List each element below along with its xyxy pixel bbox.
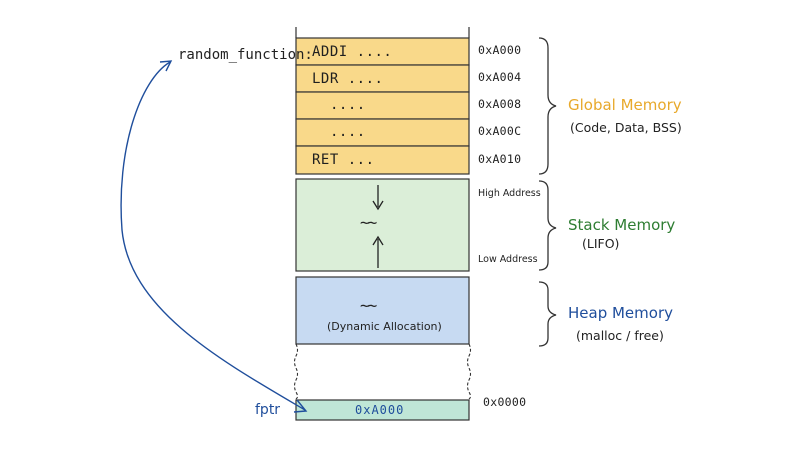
- free-space-right-edge: [466, 343, 472, 400]
- instruction-4: RET ...: [312, 152, 375, 168]
- fptr-arrow-head-top: [159, 60, 173, 72]
- global-row-4: [295, 145, 470, 175]
- address-2: 0xA008: [478, 97, 522, 111]
- address-3: 0xA00C: [478, 124, 522, 138]
- global-memory-title: Global Memory: [568, 96, 682, 114]
- heap-memory-title: Heap Memory: [568, 304, 673, 322]
- stack-memory-subtitle: (LIFO): [582, 236, 620, 251]
- low-address-label: Low Address: [478, 254, 538, 265]
- global-brace: [538, 37, 557, 175]
- global-row-1: [295, 64, 470, 93]
- heap-region: [295, 276, 470, 345]
- heap-memory-subtitle: (malloc / free): [576, 328, 664, 343]
- fptr-cell: [295, 399, 470, 421]
- address-1: 0xA004: [478, 70, 522, 84]
- fptr-arrow-head-bottom: [293, 399, 308, 413]
- heap-label: (Dynamic Allocation): [327, 320, 442, 333]
- global-row-2: [295, 91, 470, 120]
- stack-region: [295, 178, 470, 272]
- global-row-0: [295, 37, 470, 66]
- global-row-3: [295, 118, 470, 147]
- heap-squiggle: ~~: [360, 296, 377, 315]
- fptr-label: fptr: [255, 402, 281, 418]
- free-space-left-edge: [293, 343, 299, 400]
- stack-squiggle: ~~: [360, 213, 377, 232]
- address-4: 0xA010: [478, 152, 522, 166]
- instruction-2: ....: [330, 97, 366, 113]
- fptr-value: 0xA000: [355, 403, 405, 417]
- stack-memory-title: Stack Memory: [568, 216, 676, 234]
- instruction-3: ....: [330, 124, 366, 140]
- address-0: 0xA000: [478, 43, 522, 57]
- high-address-label: High Address: [478, 188, 541, 199]
- stack-brace: [538, 180, 557, 271]
- heap-brace: [538, 281, 557, 347]
- bottom-address: 0x0000: [483, 395, 527, 409]
- fptr-arrow: [120, 61, 306, 411]
- function-label: random_function:: [178, 47, 313, 63]
- instruction-0: ADDI ....: [312, 44, 393, 60]
- instruction-1: LDR ....: [312, 71, 384, 87]
- global-memory-subtitle: (Code, Data, BSS): [570, 120, 682, 135]
